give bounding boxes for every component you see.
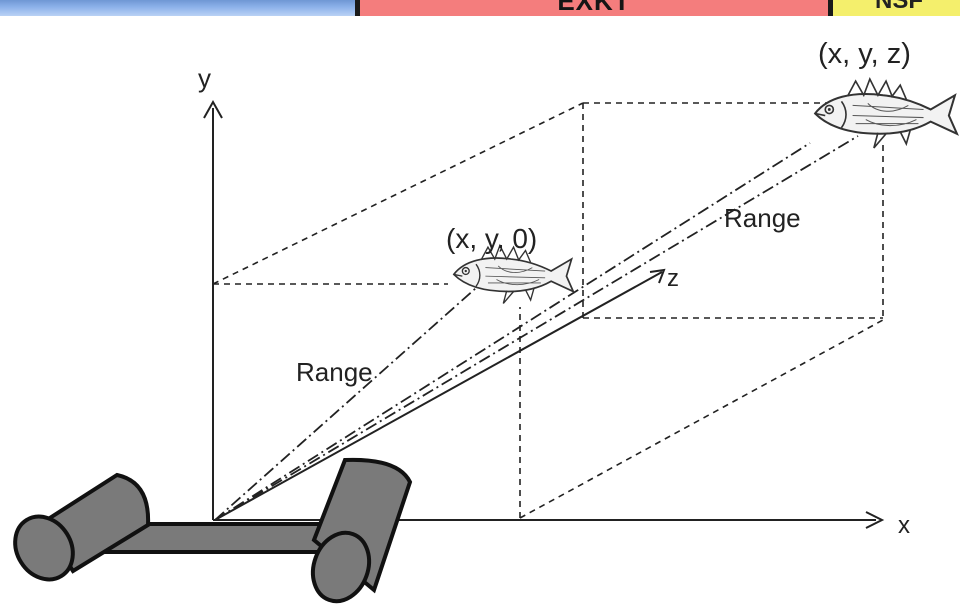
z-axis-arrowhead	[649, 268, 666, 284]
z-axis-label: z	[667, 265, 679, 292]
fish-icon	[452, 244, 575, 305]
fish-icon	[814, 78, 958, 149]
x-axis-arrowhead	[865, 511, 885, 529]
range-lines	[214, 135, 859, 521]
header-banner-center-text: EXKT	[557, 0, 631, 16]
header-banner-right: NSF	[833, 0, 960, 16]
header-banner-right-text: NSF	[875, 0, 923, 14]
y-axis-label: y	[198, 63, 211, 93]
projection-box	[212, 102, 884, 519]
dual-cylinder-platform-icon	[13, 457, 413, 604]
y-axis-arrowhead	[203, 99, 223, 119]
header-banner-center: EXKT	[355, 0, 833, 16]
header-banner-left	[0, 0, 355, 16]
point-far-label: (x, y, z)	[818, 38, 911, 70]
point-near-label: (x, y, 0)	[446, 223, 537, 254]
x-axis-label: x	[898, 512, 910, 539]
z-axis-line	[214, 271, 663, 521]
range-near-label: Range	[296, 357, 373, 387]
range-far-label: Range	[724, 203, 801, 233]
